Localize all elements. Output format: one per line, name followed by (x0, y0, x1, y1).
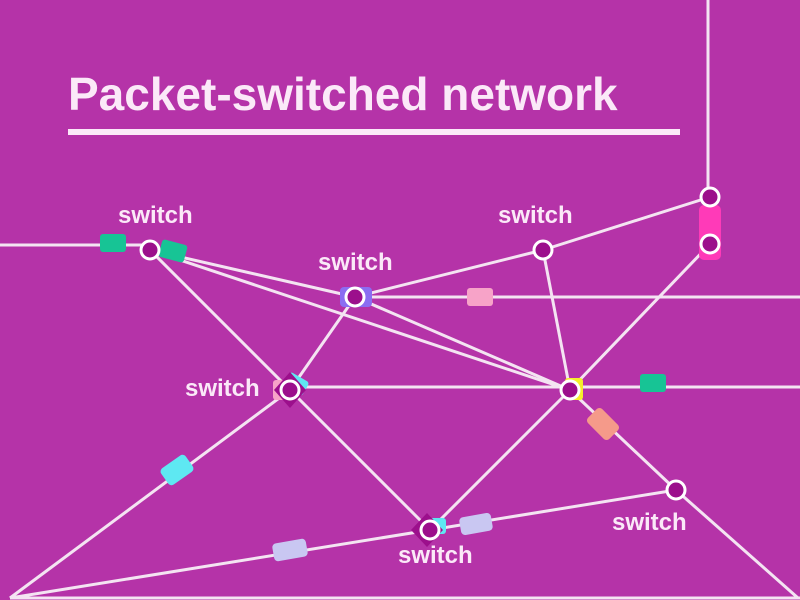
switch-label-bottom-right: switch (612, 509, 687, 536)
packet-pink-1 (467, 288, 493, 306)
packet-teal-3 (640, 374, 666, 392)
switch-node-top-right-1 (699, 186, 721, 208)
link-topleft-to-right (149, 248, 571, 392)
switch-node-top-mid (532, 239, 554, 261)
link-bottomright-edge (675, 488, 799, 600)
title-underline (68, 129, 680, 135)
switch-label-left: switch (185, 375, 260, 402)
switch-label-top-mid: switch (498, 202, 573, 229)
switch-node-top-left (139, 239, 161, 261)
switch-nodes (139, 186, 721, 547)
packet-salmon (586, 407, 620, 441)
switch-label-center: switch (318, 249, 393, 276)
link-right-to-bottomright (568, 388, 678, 492)
packet-cyan-2 (160, 454, 194, 486)
link-center-to-left (288, 296, 357, 391)
link-topmid-to-right (541, 249, 572, 391)
switch-node-bottom-right (665, 479, 687, 501)
switch-label-bottom: switch (398, 542, 473, 569)
switch-labels: switch switch switch switch switch switc… (118, 202, 687, 569)
switch-node-bottom (419, 519, 441, 541)
link-center-to-right (354, 295, 571, 392)
link-top-right-to-top-mid (542, 195, 711, 252)
link-bottom-to-bottomleft (9, 528, 431, 600)
switch-node-right (559, 379, 581, 401)
switch-label-top-left: switch (118, 202, 193, 229)
switch-node-center (344, 286, 366, 308)
link-center-to-topmid (354, 248, 544, 299)
link-topleft-to-left (148, 248, 292, 392)
packet-lavender-2 (272, 538, 308, 562)
link-right-to-bottom (428, 388, 572, 532)
packet-lavender-1 (459, 512, 493, 536)
link-topright2-to-right (568, 242, 712, 392)
slide-title: Packet-switched network (68, 68, 618, 120)
switch-node-top-right-2 (699, 233, 721, 255)
link-left-to-bottom (288, 388, 432, 532)
packet-teal-1 (100, 234, 126, 252)
switch-node-left (279, 379, 301, 401)
packet-teal-2 (158, 239, 188, 263)
link-left-to-bottomleft (9, 388, 291, 600)
